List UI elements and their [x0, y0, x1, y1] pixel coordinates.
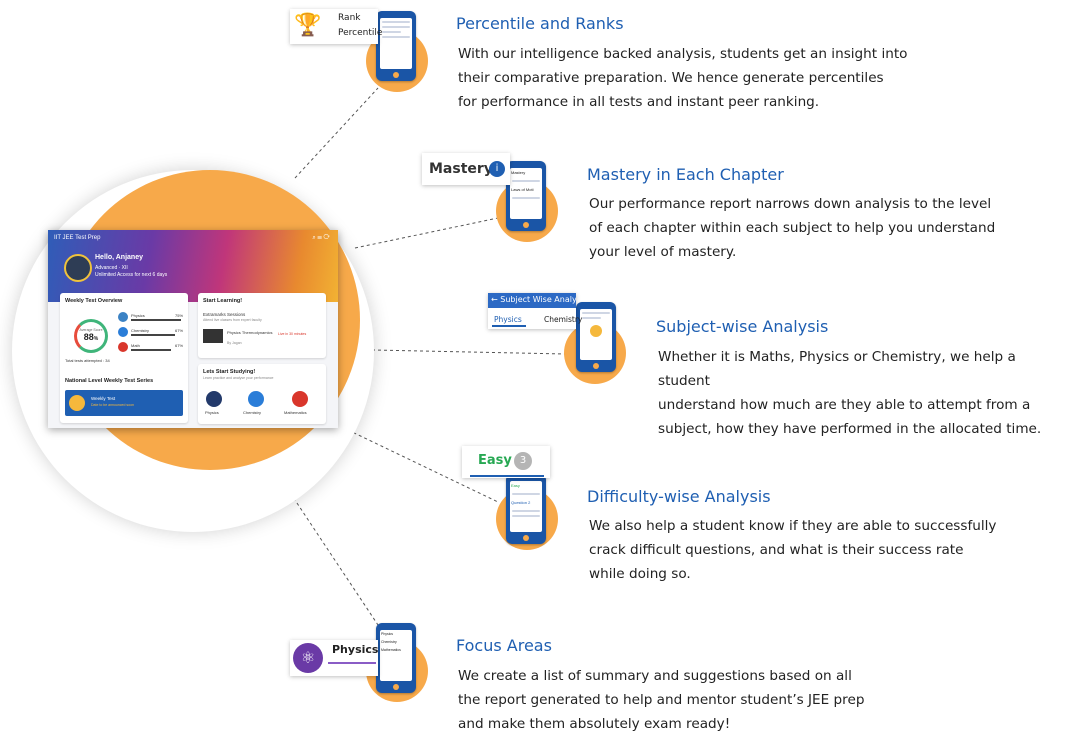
tab-physics-underline	[492, 325, 526, 327]
feature-1-description: With our intelligence backed analysis, s…	[458, 46, 908, 110]
easy-underline	[470, 475, 544, 477]
physics-underline	[328, 662, 376, 664]
greeting: Hello, Anjaney	[95, 254, 143, 261]
feature-4-phone: Easy Question 2	[506, 474, 546, 544]
mathematics-study-icon[interactable]	[292, 391, 308, 407]
sessions-title: Extramarks Sessions	[203, 312, 246, 317]
dashboard-preview: IIT JEE Test Prep ⌕ ☰ ⟳ Hello, Anjaney A…	[48, 230, 338, 428]
national-series-title: National Level Weekly Test Series	[65, 378, 154, 384]
average-score-unit: %	[93, 336, 99, 342]
avatar	[64, 254, 92, 282]
chemistry-icon	[118, 327, 128, 337]
study-mathematics[interactable]: Mathematics	[284, 410, 307, 415]
weekly-test-label: Weekly Test	[91, 396, 116, 401]
subject-chemistry-pct: 67%	[175, 328, 184, 333]
weekly-test-sub: Date to be announced soon	[91, 403, 135, 407]
rank-badge: 🏆 Rank Percentile	[290, 9, 382, 44]
physics-label: Physics	[332, 643, 379, 656]
total-tests: Total tests attempted : 34	[65, 358, 110, 363]
focus-badge: ⚛ Physics	[290, 640, 378, 676]
feature-5-title: Focus Areas	[456, 636, 552, 655]
dashboard-header	[48, 230, 338, 302]
study-chemistry[interactable]: Chemistry	[243, 410, 262, 415]
feature-5-phone: Physics Chemistry Mathematics	[376, 623, 416, 693]
feature-4-phone-text-1: Easy	[511, 483, 520, 488]
average-score-value: 88	[83, 332, 94, 342]
easy-count: 3	[514, 452, 532, 470]
feature-4-description: We also help a student know if they are …	[589, 518, 997, 582]
average-score-label: Average Score	[79, 328, 103, 332]
video-by: By Jagan	[227, 341, 242, 345]
easy-label: Easy	[478, 453, 512, 468]
feature-5-description: We create a list of summary and suggesti…	[458, 668, 865, 732]
feature-2-description: Our performance report narrows down anal…	[589, 196, 996, 260]
level-text: Advanced · XII	[95, 265, 128, 271]
dashboard-app-title: IIT JEE Test Prep	[54, 235, 101, 241]
subject-math-pct: 67%	[175, 343, 184, 348]
chemistry-study-icon[interactable]	[248, 391, 264, 407]
video-title: Physics Thermodynamics	[227, 330, 273, 335]
feature-5-phone-text-3: Mathematics	[381, 648, 401, 652]
physics-icon	[118, 312, 128, 322]
feature-3-description: Whether it is Maths, Physics or Chemistr…	[658, 349, 1042, 437]
subject-physics: Physics	[131, 313, 145, 318]
weekly-test-banner[interactable]: Weekly Test Date to be announced soon	[65, 390, 183, 416]
video-thumbnail[interactable]	[203, 329, 223, 343]
tab-physics[interactable]: Physics	[494, 315, 522, 324]
subject-math: Math	[131, 343, 140, 348]
atom-icon: ⚛	[293, 643, 323, 673]
math-icon	[118, 342, 128, 352]
live-label: Live in 30 minutes	[278, 332, 307, 336]
average-score-ring: Average Score 88%	[74, 319, 108, 353]
feature-3-phone-trophy-icon	[590, 325, 602, 337]
tab-chemistry[interactable]: Chemistry	[544, 315, 583, 324]
feature-1-phone	[376, 11, 416, 81]
feature-4-title: Difficulty-wise Analysis	[587, 487, 771, 506]
mastery-label: Mastery	[429, 161, 493, 177]
lets-start-title: Lets Start Studying!	[203, 369, 256, 375]
feature-3-phone	[576, 302, 616, 372]
subject-physics-pct: 75%	[175, 313, 184, 318]
mastery-badge: Mastery i	[422, 153, 510, 185]
feature-4-phone-text-2: Question 2	[511, 500, 531, 505]
math-bar	[131, 349, 171, 351]
subject-chemistry: Chemistry	[131, 328, 150, 333]
feature-3-title: Subject-wise Analysis	[656, 317, 829, 336]
physics-study-icon[interactable]	[206, 391, 222, 407]
subject-wise-badge: ← Subject Wise Analys Physics Chemistry	[488, 293, 582, 329]
study-physics[interactable]: Physics	[205, 410, 219, 415]
subject-wise-header-text: Subject Wise Analys	[500, 295, 576, 304]
start-learning-card: Start Learning! Extramarks Sessions Atte…	[198, 293, 326, 358]
back-arrow-icon[interactable]: ←	[491, 295, 498, 304]
trophy-icon: 🏆	[294, 13, 322, 38]
feature-2-title: Mastery in Each Chapter	[587, 165, 784, 184]
rank-label: Rank	[338, 13, 361, 23]
feature-2-phone-text-1: Mastery	[511, 170, 526, 175]
subject-wise-header: ← Subject Wise Analys	[488, 293, 576, 308]
feature-5-phone-text-1: Physics	[381, 632, 394, 636]
weekly-overview-title: Weekly Test Overview	[65, 298, 123, 304]
lets-start-sub: Learn practice and analyse your performa…	[203, 376, 274, 380]
sessions-sub: Attend live classes from expert faculty	[203, 318, 262, 322]
weekly-overview-card: Weekly Test Overview Average Score 88% P…	[60, 293, 188, 423]
info-icon[interactable]: i	[489, 161, 505, 177]
feature-2-phone-text-2: Laws of Moti	[511, 187, 534, 192]
weekly-test-icon	[69, 395, 85, 411]
start-learning-title: Start Learning!	[203, 298, 243, 304]
physics-bar	[131, 319, 181, 321]
difficulty-badge: Easy 3	[462, 446, 550, 478]
feature-2-phone: Mastery Laws of Moti	[506, 161, 546, 231]
feature-1-title: Percentile and Ranks	[456, 14, 624, 33]
percentile-label: Percentile	[338, 28, 383, 38]
feature-5-phone-text-2: Chemistry	[381, 640, 397, 644]
lets-start-card: Lets Start Studying! Learn practice and …	[198, 364, 326, 424]
header-icons: ⌕ ☰ ⟳	[312, 235, 330, 241]
access-text: Unlimited Access for next 6 days	[95, 272, 168, 278]
chemistry-bar	[131, 334, 175, 336]
